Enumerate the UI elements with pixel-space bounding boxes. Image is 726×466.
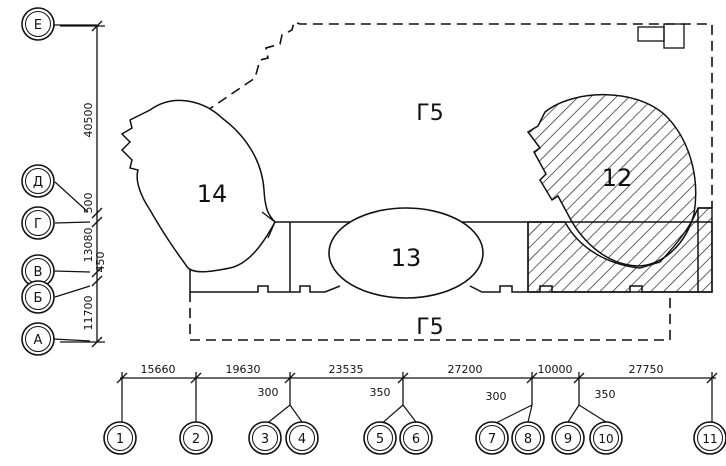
grid-column-11: 11	[693, 421, 726, 455]
zone-label-g5-bottom: Г5	[416, 315, 443, 340]
grid-column-5: 5	[363, 421, 397, 455]
hatched-zone	[527, 207, 713, 293]
dim-label-1-2: 15660	[141, 363, 176, 376]
building-14-connector	[261, 211, 276, 239]
building-label-13: 13	[391, 244, 422, 272]
zone-label-g5-top: Г5	[416, 101, 443, 126]
grid-column-label: 6	[412, 432, 420, 447]
grid-row-b: Б	[21, 280, 55, 314]
building-label-14: 14	[197, 180, 228, 208]
dim-label-5-6: 350	[370, 386, 391, 399]
grid-row-label: А	[34, 333, 43, 348]
grid-column-2: 2	[179, 421, 213, 455]
dim-label-d-g: 500	[82, 193, 95, 214]
grid-column-8: 8	[511, 421, 545, 455]
corner-structure	[637, 26, 665, 42]
dim-label-b-a: 11700	[82, 296, 95, 331]
grid-column-label: 5	[376, 432, 384, 447]
site-boundary-lower	[189, 292, 671, 341]
site-boundary-upper	[204, 20, 713, 208]
dim-label-8-9: 10000	[538, 363, 573, 376]
grid-column-9: 9	[551, 421, 585, 455]
vertical-dimension-chain	[60, 20, 105, 348]
grid-row-g: Г	[21, 206, 55, 240]
grid-column-7: 7	[475, 421, 509, 455]
row-leaders	[53, 24, 97, 342]
grid-column-label: 8	[524, 432, 532, 447]
dim-label-7-8: 300	[486, 390, 507, 403]
grid-row-d: Д	[21, 164, 55, 198]
grid-column-label: 10	[598, 432, 613, 446]
building-13	[328, 207, 484, 299]
grid-column-1: 1	[103, 421, 137, 455]
grid-column-4: 4	[285, 421, 319, 455]
grid-row-e: Е	[21, 7, 55, 41]
dim-label-g-v: 13080	[82, 228, 95, 263]
grid-row-label: Е	[34, 18, 42, 33]
grid-row-label: В	[34, 265, 43, 280]
building-label-12: 12	[602, 164, 633, 192]
dim-label-v-b: 450	[94, 252, 107, 273]
grid-row-label: Д	[33, 175, 43, 190]
grid-column-10: 10	[589, 421, 623, 455]
grid-row-label: Г	[34, 217, 42, 232]
dim-label-6-7: 27200	[448, 363, 483, 376]
grid-row-a: А	[21, 322, 55, 356]
dim-label-9-10: 350	[595, 388, 616, 401]
grid-column-label: 2	[192, 432, 200, 447]
grid-column-3: 3	[248, 421, 282, 455]
dim-label-10-11: 27750	[629, 363, 664, 376]
grid-column-label: 4	[298, 432, 306, 447]
grid-column-label: 9	[564, 432, 572, 447]
grid-column-label: 11	[702, 432, 717, 446]
building-12	[526, 93, 697, 267]
grid-row-label: Б	[34, 291, 43, 306]
grid-column-label: 7	[488, 432, 496, 447]
dim-label-3-4: 300	[258, 386, 279, 399]
corner-structure-2	[663, 23, 685, 49]
dim-label-2-3: 19630	[226, 363, 261, 376]
building-14	[120, 99, 276, 273]
grid-column-label: 3	[261, 432, 269, 447]
dim-label-4-5: 23535	[329, 363, 364, 376]
dim-label-e-d: 40500	[82, 103, 95, 138]
grid-column-6: 6	[399, 421, 433, 455]
horizontal-dimension-chain	[116, 372, 718, 405]
grid-column-label: 1	[116, 432, 124, 447]
